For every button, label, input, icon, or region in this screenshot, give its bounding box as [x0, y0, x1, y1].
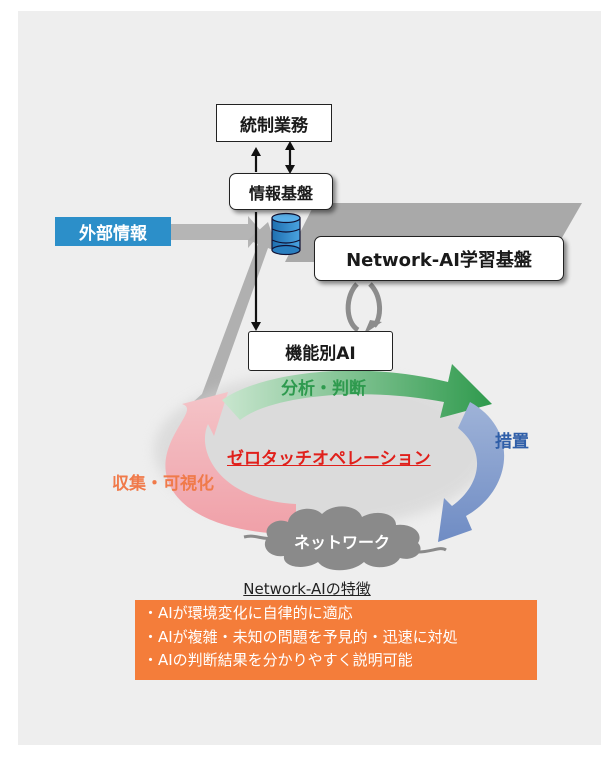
action-arc	[438, 402, 505, 542]
collect-arc	[165, 392, 296, 534]
collect-to-platform-arrow	[193, 222, 278, 402]
function-ai-box: 機能別AI	[248, 331, 393, 371]
external-info-label: 外部情報	[55, 217, 171, 246]
features-title: Network-AIの特徴	[243, 580, 371, 598]
connector-arrows	[251, 141, 295, 331]
network-ai-platform-box: Network-AI学習基盤	[314, 236, 564, 281]
collect-visualize-label: 収集・可視化	[112, 474, 214, 494]
network-cloud	[264, 506, 421, 571]
arrowhead	[285, 141, 295, 150]
database-icon	[271, 212, 301, 256]
learning-loop-arrow	[368, 282, 382, 328]
learning-loop-arrowhead	[364, 320, 382, 334]
zero-touch-operation-label: ゼロタッチオペレーション	[227, 449, 431, 469]
arrowhead	[251, 147, 261, 156]
arrowhead	[251, 322, 261, 331]
action-label: 措置	[495, 432, 529, 452]
feature-item: ・AIが環境変化に自律的に適応	[143, 604, 353, 622]
external-info-arrow	[171, 216, 262, 248]
analyze-arc	[222, 364, 492, 420]
feature-item: ・AIが複雑・未知の問題を予見的・迅速に対処	[143, 627, 458, 646]
network-label: ネットワーク	[294, 533, 391, 552]
info-platform-box: 情報基盤	[229, 173, 333, 210]
analyze-judge-label: 分析・判断	[281, 379, 366, 399]
network-cloud-wisp	[417, 547, 447, 554]
arrowhead	[285, 165, 295, 174]
control-ops-box: 統制業務	[216, 104, 332, 142]
feature-item: ・AIの判断結果を分かりやすく説明可能	[143, 651, 413, 669]
network-cloud-wisp	[243, 534, 271, 540]
features-box: ・AIが環境変化に自律的に適応 ・AIが複雑・未知の問題を予見的・迅速に対処 ・…	[135, 600, 537, 680]
learning-loop-arrow	[345, 282, 360, 333]
